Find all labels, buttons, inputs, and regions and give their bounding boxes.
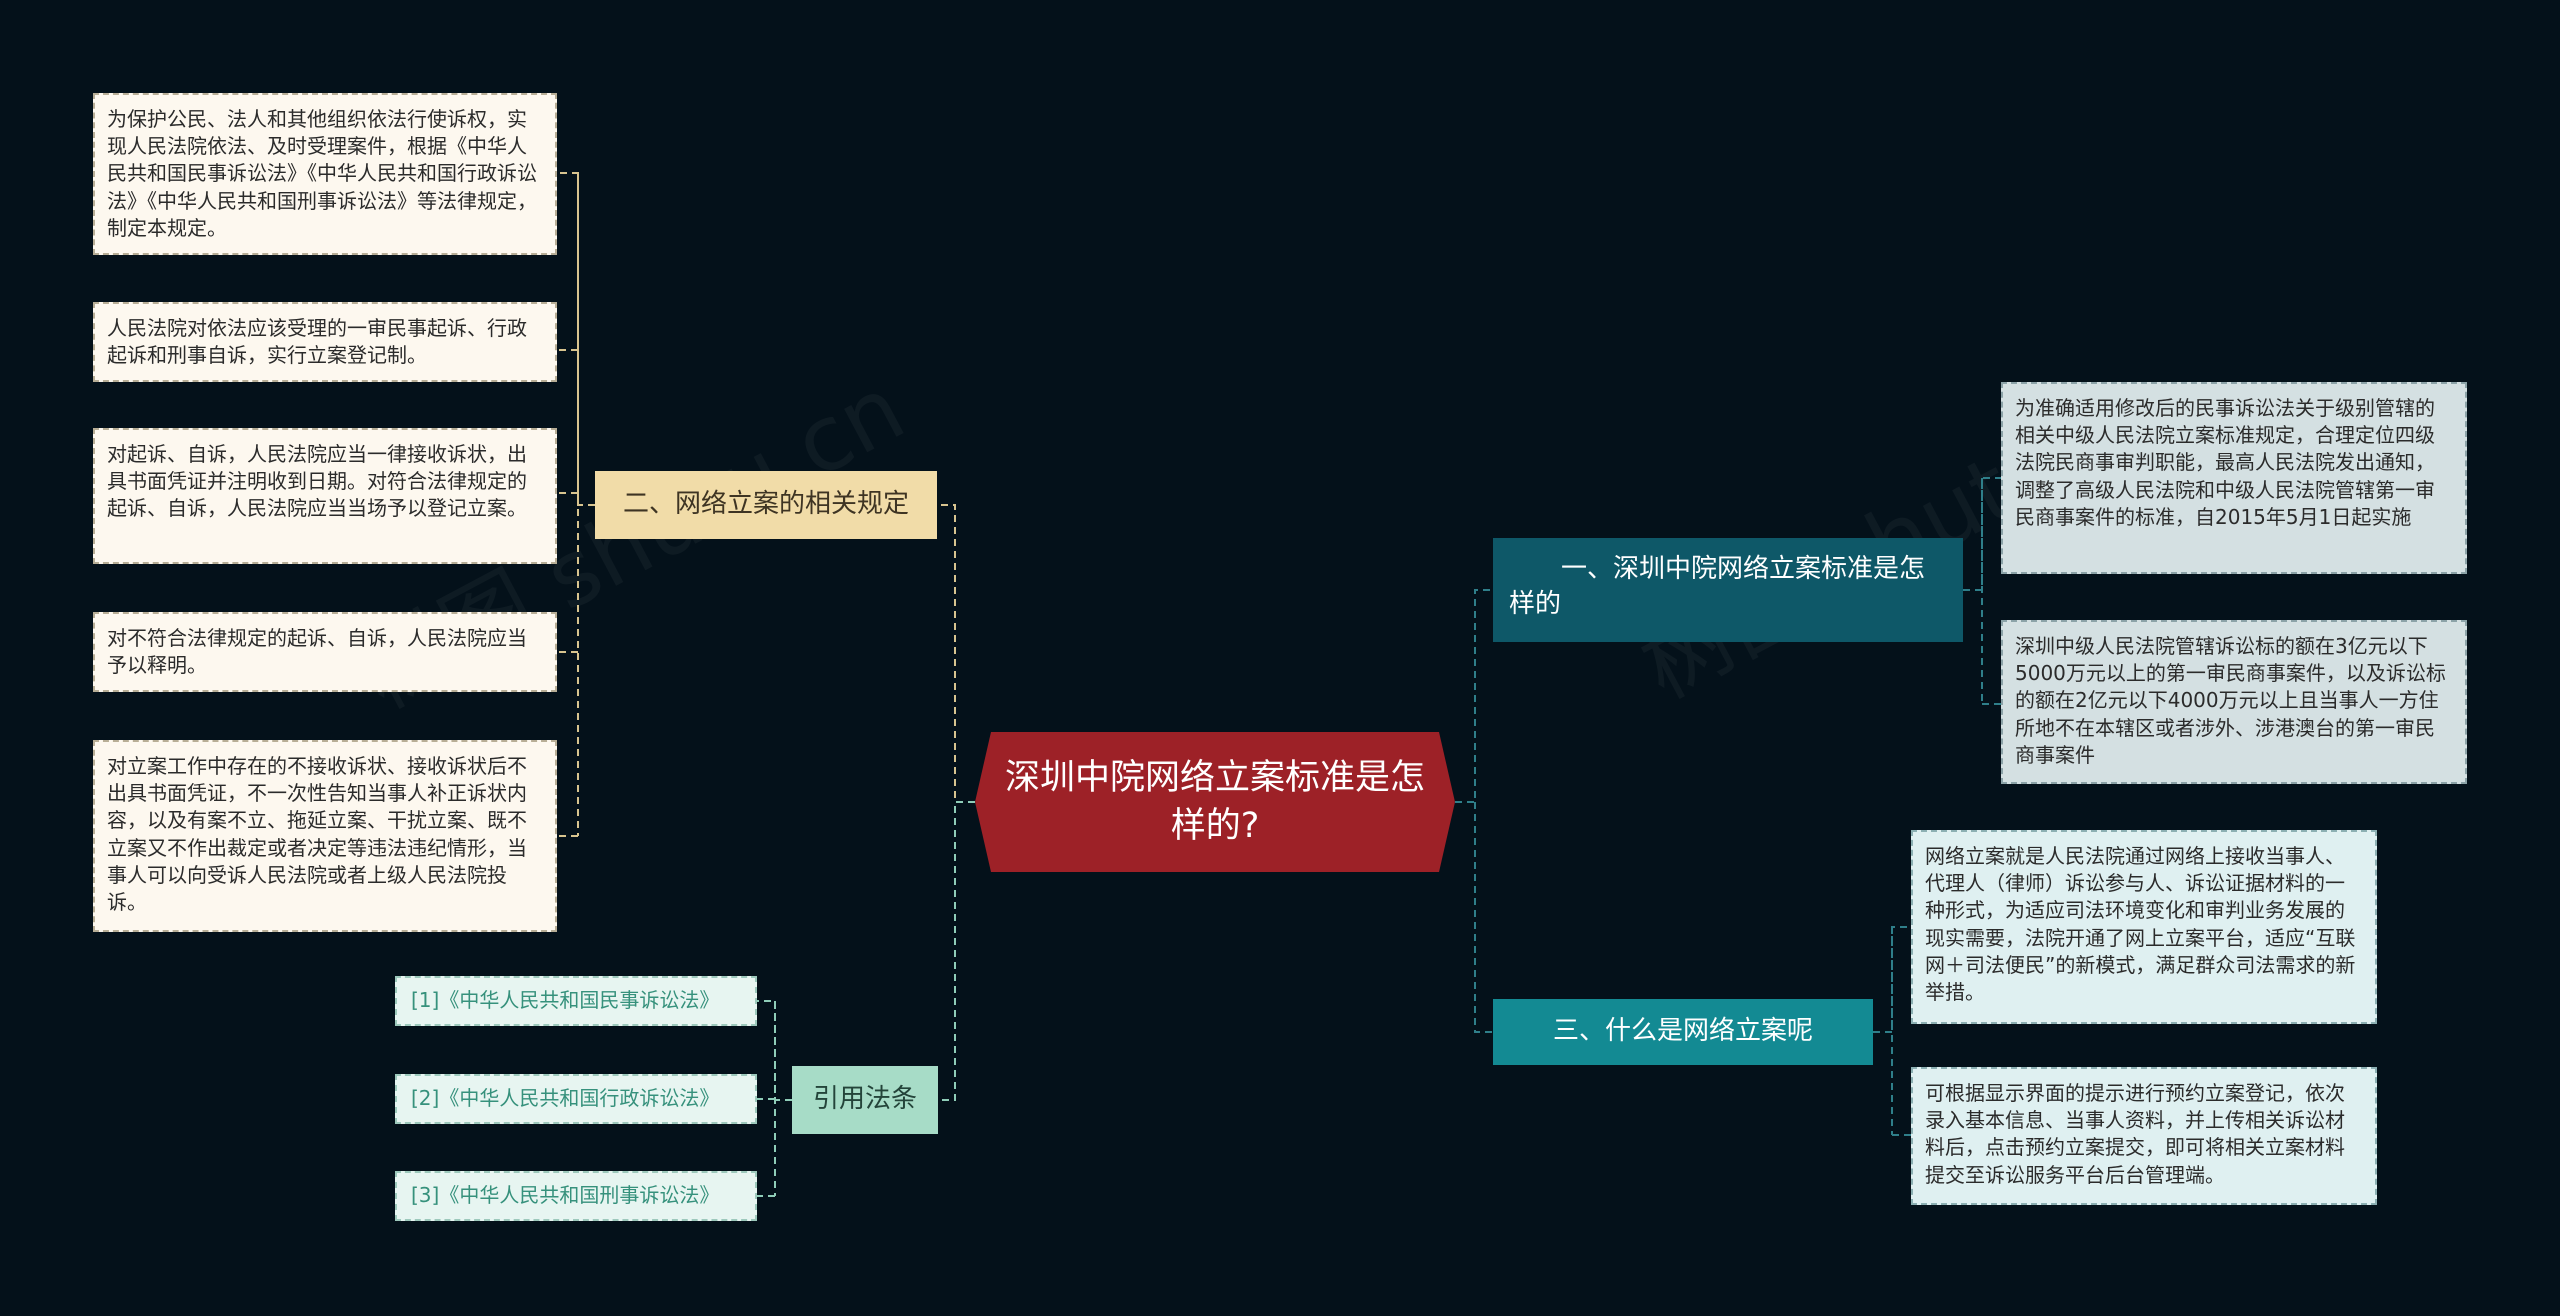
- branch-cited-laws[interactable]: 引用法条: [792, 1066, 938, 1134]
- branch-related-rules[interactable]: 二、网络立案的相关规定: [595, 471, 937, 539]
- leaf-standard-2-text: 深圳中级人民法院管辖诉讼标的额在3亿元以下5000万元以上的第一审民商事案件，以…: [2015, 634, 2446, 767]
- leaf-rules-5[interactable]: 对立案工作中存在的不接收诉状、接收诉状后不出具书面凭证，不一次性告知当事人补正诉…: [93, 740, 557, 932]
- leaf-what-2-text: 可根据显示界面的提示进行预约立案登记，依次录入基本信息、当事人资料，并上传相关诉…: [1925, 1081, 2345, 1187]
- branch-related-rules-label: 二、网络立案的相关规定: [622, 489, 909, 520]
- leaf-standard-1[interactable]: 为准确适用修改后的民事诉讼法关于级别管辖的相关中级人民法院立案标准规定，合理定位…: [2001, 382, 2467, 574]
- leaf-ref-1[interactable]: [1]《中华人民共和国民事诉讼法》: [395, 976, 757, 1026]
- connector-root-refs: [938, 801, 975, 1101]
- connector-root-right: [1455, 589, 1493, 1033]
- leaf-standard-1-text: 为准确适用修改后的民事诉讼法关于级别管辖的相关中级人民法院立案标准规定，合理定位…: [2015, 396, 2435, 529]
- leaf-rules-1[interactable]: 为保护公民、法人和其他组织依法行使诉权，实现人民法院依法、及时受理案件，根据《中…: [93, 93, 557, 255]
- connector-what-leaves: [1873, 926, 1911, 1136]
- connector-refs-leaves: [757, 1000, 792, 1197]
- leaf-rules-3[interactable]: 对起诉、自诉，人民法院应当一律接收诉状，出具书面凭证并注明收到日期。对符合法律规…: [93, 428, 557, 564]
- connector-standard-leaves: [1963, 477, 2001, 705]
- leaf-rules-5-text: 对立案工作中存在的不接收诉状、接收诉状后不出具书面凭证，不一次性告知当事人补正诉…: [107, 754, 527, 914]
- root-topic[interactable]: 深圳中院网络立案标准是怎样的?: [975, 732, 1455, 872]
- leaf-rules-2-text: 人民法院对依法应该受理的一审民事起诉、行政起诉和刑事自诉，实行立案登记制。: [107, 316, 527, 368]
- leaf-what-1-text: 网络立案就是人民法院通过网络上接收当事人、代理人（律师）诉讼参与人、诉讼证据材料…: [1925, 844, 2356, 1004]
- leaf-what-2[interactable]: 可根据显示界面的提示进行预约立案登记，依次录入基本信息、当事人资料，并上传相关诉…: [1911, 1067, 2377, 1205]
- branch-shenzhen-standard[interactable]: 一、深圳中院网络立案标准是怎样的: [1493, 538, 1963, 642]
- leaf-ref-2[interactable]: [2]《中华人民共和国行政诉讼法》: [395, 1074, 757, 1124]
- leaf-ref-3-text: [3]《中华人民共和国刑事诉讼法》: [411, 1183, 720, 1207]
- branch-cited-laws-label: 引用法条: [812, 1084, 917, 1115]
- branch-what-is-online-filing-label: 三、什么是网络立案呢: [1552, 1016, 1813, 1047]
- leaf-rules-1-text: 为保护公民、法人和其他组织依法行使诉权，实现人民法院依法、及时受理案件，根据《中…: [107, 107, 537, 240]
- leaf-rules-3-text: 对起诉、自诉，人民法院应当一律接收诉状，出具书面凭证并注明收到日期。对符合法律规…: [107, 442, 527, 521]
- leaf-rules-4[interactable]: 对不符合法律规定的起诉、自诉，人民法院应当予以释明。: [93, 612, 557, 692]
- branch-shenzhen-standard-label: 一、深圳中院网络立案标准是怎样的: [1509, 554, 1926, 620]
- leaf-rules-4-text: 对不符合法律规定的起诉、自诉，人民法院应当予以释明。: [107, 626, 527, 678]
- root-topic-text: 深圳中院网络立案标准是怎样的?: [1005, 757, 1426, 846]
- branch-what-is-online-filing[interactable]: 三、什么是网络立案呢: [1493, 999, 1873, 1065]
- leaf-ref-1-text: [1]《中华人民共和国民事诉讼法》: [411, 988, 720, 1012]
- leaf-ref-3[interactable]: [3]《中华人民共和国刑事诉讼法》: [395, 1171, 757, 1221]
- connector-root-left: [938, 504, 975, 803]
- leaf-what-1[interactable]: 网络立案就是人民法院通过网络上接收当事人、代理人（律师）诉讼参与人、诉讼证据材料…: [1911, 830, 2377, 1024]
- connector-rules-leaves: [557, 172, 595, 837]
- leaf-standard-2[interactable]: 深圳中级人民法院管辖诉讼标的额在3亿元以下5000万元以上的第一审民商事案件，以…: [2001, 620, 2467, 784]
- leaf-ref-2-text: [2]《中华人民共和国行政诉讼法》: [411, 1086, 720, 1110]
- leaf-rules-2[interactable]: 人民法院对依法应该受理的一审民事起诉、行政起诉和刑事自诉，实行立案登记制。: [93, 302, 557, 382]
